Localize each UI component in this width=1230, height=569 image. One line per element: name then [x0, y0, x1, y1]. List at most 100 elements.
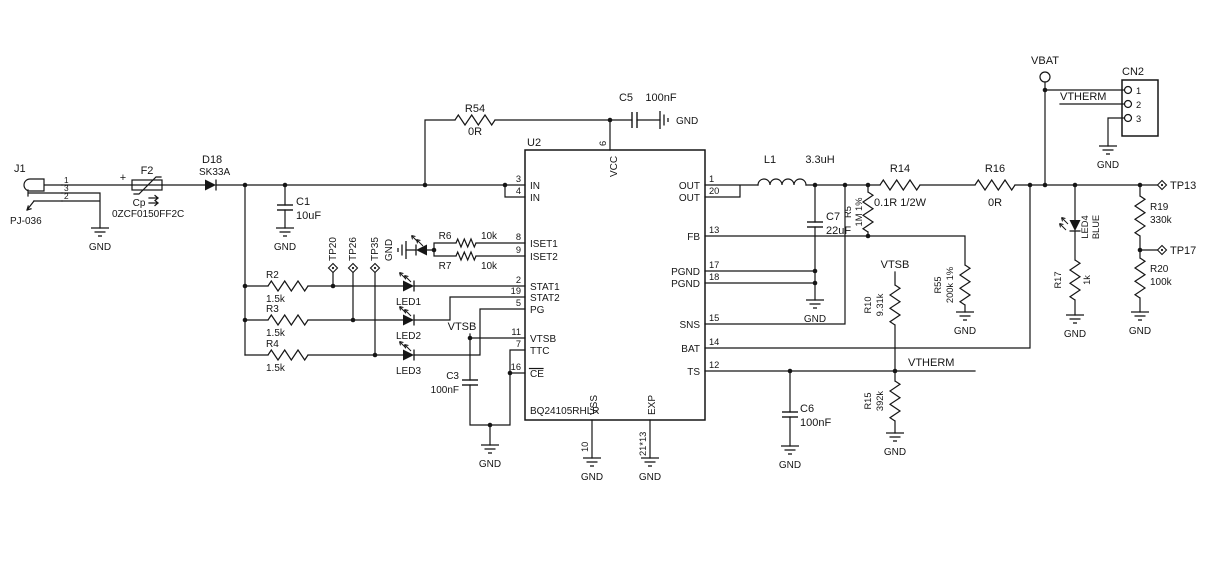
cp-arrows: [148, 194, 159, 207]
tp26-label: TP26: [348, 237, 359, 261]
c3-ref-label: C3: [446, 371, 459, 382]
net-vtsb-c3: VTSB C3 100nF GND: [431, 321, 501, 470]
gnd-label: GND: [1097, 160, 1119, 171]
r2-value-label: 1.5k: [266, 294, 286, 305]
led3: LED3: [396, 341, 421, 377]
resistor-r54: R54 0R: [454, 103, 496, 138]
pin-num-vss: 10: [580, 442, 590, 452]
pin-name-exp: EXP: [647, 395, 658, 415]
pin-name-ce: CE: [530, 369, 544, 380]
gnd-symbol: [805, 299, 825, 309]
gnd-label: GND: [581, 472, 603, 483]
testpoint-tp17: TP17: [1156, 244, 1196, 257]
c1-ref-label: C1: [296, 196, 310, 208]
j1-ref-label: J1: [14, 163, 26, 175]
gnd-symbol: [1065, 314, 1085, 324]
d18-ref-label: D18: [202, 154, 222, 166]
r4-value-label: 1.5k: [266, 363, 286, 374]
gnd-label: GND: [884, 447, 906, 458]
gnd-symbol: [1098, 145, 1118, 155]
led-arrow: [404, 309, 412, 317]
gnd-symbol: [480, 444, 500, 454]
gnd-symbol: [397, 240, 407, 260]
r3-value-label: 1.5k: [266, 328, 286, 339]
pin-name-bat: BAT: [681, 344, 700, 355]
r20-value-label: 100k: [1150, 277, 1173, 288]
f2-ref-label: F2: [141, 165, 154, 177]
gnd-label: GND: [274, 242, 296, 253]
r55-ref-label: R55: [933, 276, 943, 293]
capacitor-c1: C1 10uF GND: [274, 196, 321, 253]
wire-fb: [704, 184, 966, 313]
j1-pin2-number: 2: [64, 191, 69, 201]
r17-ref-label: R17: [1053, 271, 1063, 288]
gnd-symbol: [1130, 311, 1150, 321]
r10-value-label: 9.31k: [875, 293, 885, 316]
testpoint-tp20: TP20: [327, 237, 339, 274]
testpoint-tp26: TP26: [347, 237, 359, 274]
c5-value-label: 100nF: [645, 92, 676, 104]
resistor-r55: R55 200k 1% GND: [933, 264, 976, 337]
pin-num-ce: 16: [511, 362, 521, 372]
pin-name-fb: FB: [687, 232, 700, 243]
gnd-label: GND: [676, 116, 698, 127]
gnd-label: GND: [1064, 329, 1086, 340]
j1-part-label: PJ-036: [10, 216, 42, 227]
gnd-label: GND: [954, 326, 976, 337]
pin-name-pg: PG: [530, 305, 545, 316]
pin-num-ttc: 7: [516, 339, 521, 349]
capacitor-c7: C7 22uF GND: [804, 211, 851, 325]
iset-led: GND: [384, 235, 428, 261]
r7-value-label: 10k: [481, 261, 498, 272]
tp17-label: TP17: [1170, 245, 1196, 257]
gnd-label: GND: [384, 239, 395, 261]
gnd-label: GND: [779, 460, 801, 471]
led2: LED2: [396, 306, 421, 342]
resistor-r5: R5 1M 1%: [843, 191, 874, 233]
pin-num-out-a: 1: [709, 174, 714, 184]
jack-switch-arrow: [26, 200, 35, 211]
r16-ref-label: R16: [985, 163, 1005, 175]
resistor-r2: R2 1.5k: [266, 270, 309, 305]
cn2-pin1-number: 1: [1136, 86, 1141, 96]
pin-name-ttc: TTC: [530, 346, 549, 357]
pin-name-iset1: ISET1: [530, 239, 558, 250]
r17-value-label: 1k: [1082, 275, 1092, 285]
pin-num-pgnd1: 17: [709, 260, 719, 270]
led-arrow: [1059, 223, 1067, 231]
pin-name-out-a: OUT: [679, 181, 700, 192]
diode-d18: D18 SK33A: [199, 154, 230, 192]
r20-ref-label: R20: [1150, 264, 1169, 275]
pin-num-iset2: 9: [516, 245, 521, 255]
wire-vcc: [424, 119, 661, 186]
l1-ref-label: L1: [764, 154, 776, 166]
resistor-r17: R17 1k GND: [1053, 259, 1092, 340]
capacitor-c5: C5 100nF GND: [619, 92, 698, 130]
pin-num-pg: 5: [516, 298, 521, 308]
led-arrow: [404, 344, 412, 352]
gnd-symbol: [275, 227, 295, 237]
pin-name-vcc: VCC: [609, 156, 620, 177]
wire-r19-r20: [1139, 184, 1158, 313]
c3-value-label: 100nF: [431, 385, 459, 396]
pin-name-iset2: ISET2: [530, 252, 558, 263]
pin-num-fb: 13: [709, 225, 719, 235]
ic-bottom-grounds: GND GND: [581, 457, 661, 483]
pin-name-out-b: OUT: [679, 193, 700, 204]
led1-ref-label: LED1: [396, 297, 421, 308]
gnd-label: GND: [804, 314, 826, 325]
led4: LED4 BLUE: [1059, 215, 1101, 239]
fuse-f2: + F2 Cp 0ZCF0150FF2C: [112, 165, 184, 220]
wire-vbat-cn2: [1044, 81, 1125, 186]
r14-ref-label: R14: [890, 163, 910, 175]
testpoint-tp13: TP13: [1156, 179, 1196, 192]
wire-vtsb-ce: [469, 333, 526, 446]
gnd-label: GND: [89, 242, 111, 253]
r6-ref-label: R6: [439, 231, 452, 242]
cn2-pin3-number: 3: [1136, 114, 1141, 124]
r5-value-label: 1M 1%: [854, 198, 864, 227]
capacitor-c6: C6 100nF GND: [779, 403, 832, 471]
c1-value-label: 10uF: [296, 210, 321, 222]
pin-num-exp: 21*13: [638, 432, 648, 456]
wires: [61, 81, 1158, 459]
